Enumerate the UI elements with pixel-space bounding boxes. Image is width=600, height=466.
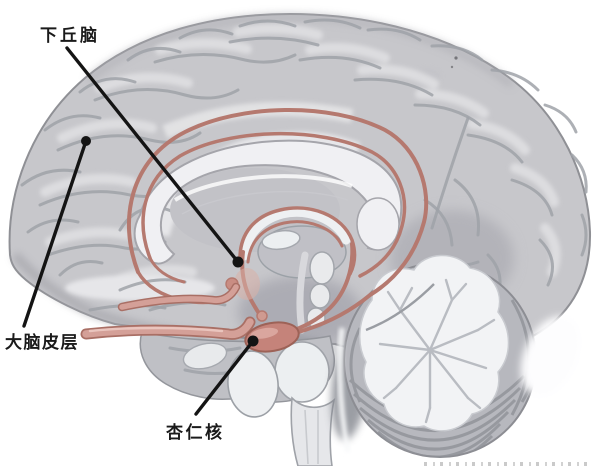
corpus-callosum — [133, 139, 403, 265]
amygdala-shape — [244, 321, 300, 353]
fornix — [238, 206, 357, 276]
pointer-cortex — [22, 136, 91, 328]
medulla — [290, 396, 336, 466]
hypothalamus-region — [234, 268, 260, 300]
pointer-hypothalamus — [65, 46, 244, 268]
limbic-system — [80, 107, 429, 353]
tentorium-gap — [520, 316, 580, 396]
cingulate-ring-outer — [126, 107, 429, 338]
pathway-tube-long — [80, 316, 256, 340]
watermark-fragment — [424, 462, 592, 466]
pathway-tube-short — [117, 282, 241, 312]
hypothalamus-label: 下丘脑 — [40, 26, 100, 45]
cerebellum — [337, 254, 537, 458]
pointer-amygdala — [194, 335, 259, 416]
temporal-horn — [227, 350, 279, 418]
cingulate-ring-inner — [141, 131, 407, 278]
amygdala-label: 杏仁核 — [166, 423, 225, 442]
cerebral-cortex-label: 大脑皮层 — [5, 333, 79, 352]
mammillary-body — [256, 310, 268, 322]
pons — [274, 341, 330, 403]
